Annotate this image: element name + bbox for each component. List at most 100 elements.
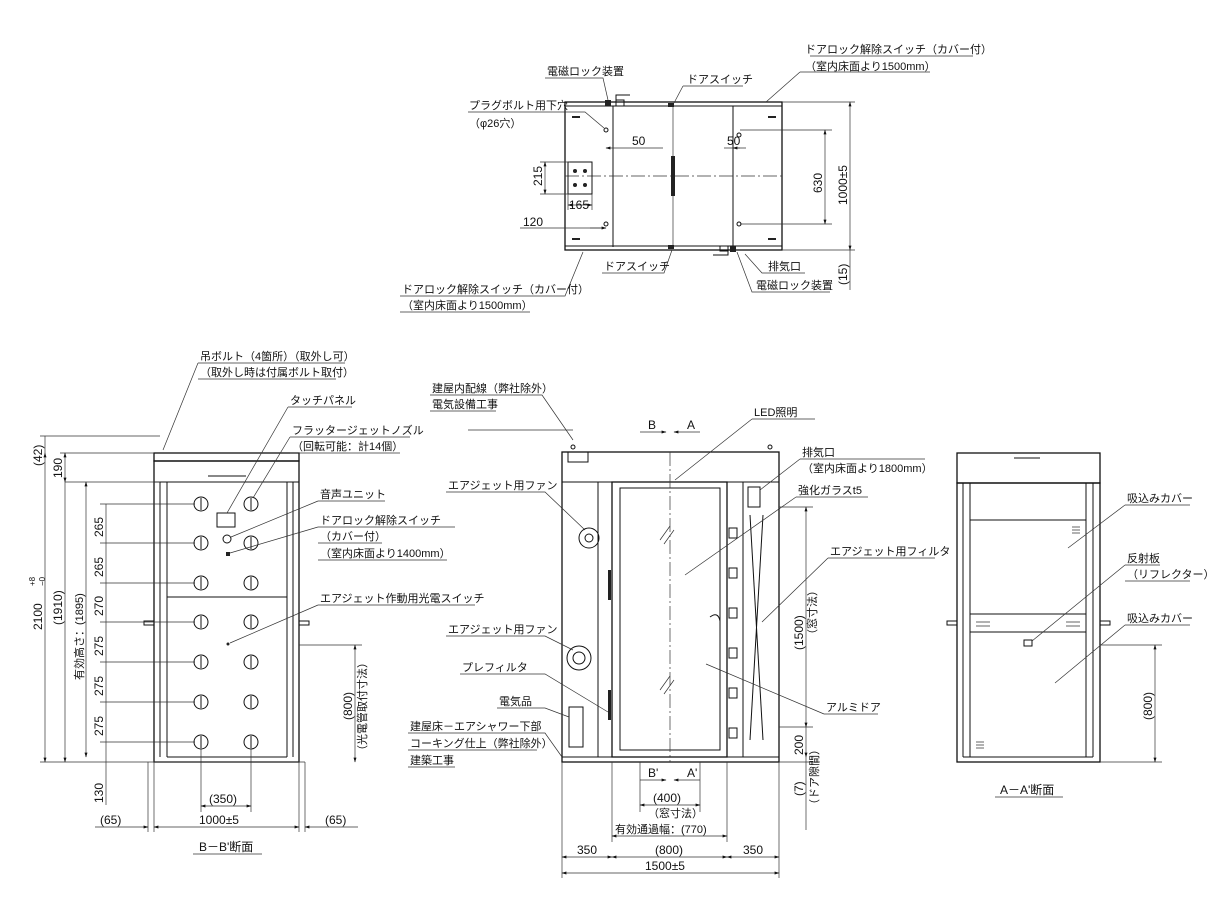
dim-50-right: 50: [727, 134, 741, 148]
effective-height: 有効高さ：(1895): [72, 593, 86, 680]
label-b-prime: B': [648, 766, 658, 780]
label-suction-cover-bottom: 吸込みカバー: [1127, 612, 1193, 625]
label-electrical: 電気品: [499, 694, 532, 708]
label-release-switch-bottom-height: （室内床面より1500mm）: [402, 298, 533, 312]
bb-nozzles: [193, 496, 259, 750]
section-bb: 吊ボルト（4箇所）（取外し可） （取外し時は付属ボルト取付） タッチパネル フラ…: [28, 349, 485, 855]
door-switch-bottom: [668, 245, 674, 249]
label-reflector: 反射板: [1127, 551, 1160, 565]
door-handle: [671, 156, 675, 196]
dim-1000-plan: 1000±5: [836, 165, 850, 205]
lock-device-bottom: [730, 246, 736, 252]
label-door-switch: ドアスイッチ: [687, 73, 753, 86]
front-outline: [561, 451, 780, 763]
handle-top: [615, 94, 630, 106]
label-release-switch-top-height: （室内床面より1500mm）: [805, 59, 936, 73]
exhaust-vent: [747, 486, 761, 508]
front-door-handle: [709, 614, 721, 622]
dim-165: 165: [569, 198, 589, 212]
dim-50-left: 50: [632, 134, 646, 148]
nozzle-row-4: [193, 614, 259, 630]
label-release-switch-cover: （カバー付）: [320, 530, 386, 543]
label-led: LED照明: [754, 406, 797, 419]
door-switch-top: [668, 103, 674, 107]
label-window-size: （窓寸法）: [805, 585, 819, 640]
label-suction-cover-top: 吸込みカバー: [1127, 492, 1193, 505]
dim-130: 130: [92, 783, 106, 803]
dim-800-bb-note: （光電管取付寸法）: [355, 657, 369, 756]
caption-bb: B－B'断面: [199, 839, 253, 854]
svg-text:−0: −0: [38, 576, 47, 586]
dim-pitch-2: 265: [92, 557, 106, 577]
aa-grilles: [976, 526, 1080, 749]
svg-text:+8: +8: [28, 576, 37, 586]
label-electrical-work: 電気設備工事: [432, 397, 498, 411]
label-caulking-1: 建屋床－エアシャワー下部: [410, 719, 542, 733]
label-a-prime: A': [687, 766, 697, 780]
label-filter: エアジェット用フィルタ: [830, 545, 950, 558]
dim-15: (15): [836, 264, 850, 285]
label-building-wiring: 建屋内配線（弊社除外）: [432, 381, 553, 395]
dim-pitch-6: 275: [92, 716, 106, 736]
bb-audio-unit: [222, 534, 232, 544]
dim-pitch-1: 265: [92, 517, 106, 537]
label-door-switch-bottom: ドアスイッチ: [604, 260, 670, 273]
bb-release-switch: [226, 552, 230, 556]
label-effective-width: 有効通過幅：(770): [615, 822, 707, 836]
aluminum-door: [611, 481, 728, 758]
label-flutter-nozzle: フラッタージェットノズル: [292, 423, 424, 437]
label-release-switch-bottom: ドアロック解除スイッチ（カバー付）: [402, 282, 589, 296]
dim-630: 630: [811, 173, 825, 193]
label-release-switch: ドアロック解除スイッチ: [320, 513, 441, 527]
dim-65-left: (65): [100, 813, 121, 827]
label-touch-panel: タッチパネル: [290, 394, 356, 407]
dim-1500: 1500±5: [645, 859, 685, 873]
label-plug-bolt: プラグボルト用下穴: [469, 98, 568, 112]
label-lock-device: 電磁ロック装置: [547, 65, 624, 78]
dim-7: (7): [792, 781, 806, 796]
label-hang-bolt-note: （取外し時は付属ボルト取付）: [200, 366, 354, 379]
label-prefilter: プレフィルタ: [462, 661, 528, 674]
lock-device-top: [605, 100, 611, 106]
bb-outline: [153, 460, 300, 763]
dim-1910: (1910): [51, 590, 65, 625]
label-exhaust-height: （室内床面より1800mm）: [802, 461, 933, 475]
plan-view: 電磁ロック装置 ドアスイッチ ドアロック解除スイッチ（カバー付） （室内床面より…: [400, 42, 992, 313]
label-door-gap: （ドア隙間）: [807, 744, 821, 810]
bb-hang-bolt-bar: [153, 452, 300, 462]
label-window-size-2: （窓寸法）: [648, 806, 703, 820]
label-exhaust: 排気口: [802, 445, 835, 459]
caption-aa: A－A'断面: [1000, 782, 1054, 797]
nozzle-row-7: [193, 734, 259, 750]
dim-pitch-4: 275: [92, 636, 106, 656]
dim-400: (400): [653, 791, 681, 805]
nozzle-row-1: [193, 496, 259, 512]
section-front: 建屋内配線（弊社除外） 電気設備工事 B A LED照明 排気口 （室内床面より…: [408, 381, 950, 878]
label-hang-bolt: 吊ボルト（4箇所）（取外し可）: [200, 349, 355, 363]
dim-350-bb: (350): [209, 792, 237, 806]
label-photo-switch: エアジェット作動用光電スイッチ: [320, 591, 485, 605]
electrical-box: [568, 706, 584, 748]
label-plug-bolt-dia: （φ26穴）: [469, 116, 521, 130]
label-b: B: [648, 418, 656, 432]
fan-bottom: [566, 645, 592, 671]
dim-350-right: 350: [743, 843, 763, 857]
dim-200: 200: [792, 735, 806, 755]
label-audio-unit: 音声ユニット: [320, 487, 386, 501]
dim-800-front: (800): [655, 843, 683, 857]
dim-800-aa: (800): [1141, 692, 1155, 720]
label-caulking-2: コーキング仕上（弊社除外）: [410, 736, 553, 750]
dim-pitch-3: 270: [92, 596, 106, 616]
label-fan-top: エアジェット用ファン: [448, 480, 558, 492]
dim-65-right: (65): [325, 813, 346, 827]
label-fan-bottom: エアジェット用ファン: [448, 624, 558, 636]
label-exhaust-plan: 排気口: [768, 259, 801, 273]
dim-800-bb: (800): [341, 692, 355, 720]
dim-1500-window: (1500): [792, 615, 806, 650]
plug-plate: [567, 161, 593, 195]
label-lock-device-bottom: 電磁ロック装置: [756, 279, 833, 292]
nozzle-row-6: [193, 694, 259, 710]
dim-42: (42): [31, 445, 45, 466]
dim-2100: 2100: [31, 603, 45, 630]
